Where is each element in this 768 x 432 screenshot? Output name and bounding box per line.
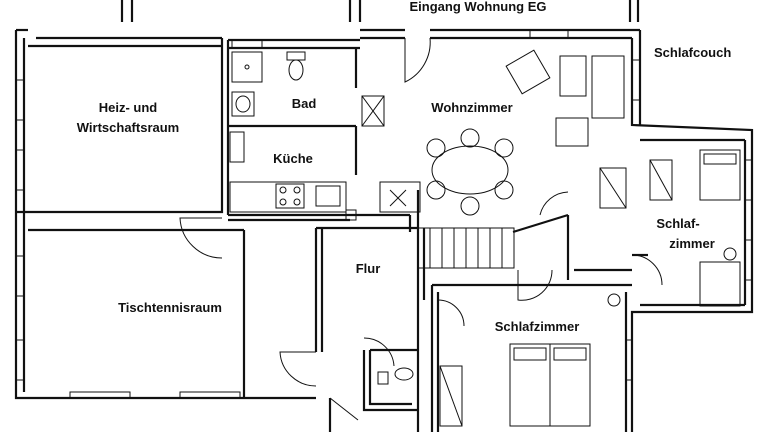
sink-icon (231, 91, 255, 117)
toilet-icon (394, 367, 414, 381)
closet-icon (599, 167, 627, 209)
room-label-tischtennis: Tischtennisraum (118, 300, 222, 315)
room-label-heiz-2: Wirtschaftsraum (76, 120, 180, 136)
bed-icon (699, 261, 741, 307)
room-label-wohnzimmer: Wohnzimmer (431, 100, 513, 115)
room-label-schlafzimmer: Schlafzimmer (494, 319, 580, 334)
living-furniture (426, 49, 627, 216)
room-label-schlafzimmer-klein: Schlaf- zimmer (641, 214, 715, 254)
room-label-heiz: Heiz- und Wirtschaftsraum (77, 98, 179, 138)
dining-table-icon (431, 145, 509, 195)
room-label-schlafzimmer-klein-1: Schlaf- (656, 216, 700, 231)
room-label-schlafzimmer-klein-2: zimmer (669, 236, 715, 252)
room-label-schlafcouch: Schlafcouch (654, 45, 732, 60)
wc-fixtures (377, 367, 414, 385)
lamp-icon (607, 293, 621, 307)
closet-icon (649, 159, 673, 201)
armchair-icon (505, 49, 551, 95)
stairs-icon (417, 227, 515, 269)
bed-icon (699, 149, 741, 201)
toilet-bowl-icon (288, 59, 304, 81)
armchair-icon (555, 117, 589, 147)
lamp-icon (723, 247, 737, 261)
toilet-icon (286, 51, 306, 61)
sofa-icon (559, 55, 587, 97)
shower-drain-icon (244, 64, 250, 70)
shower-icon (231, 51, 263, 83)
bedroom-furniture (439, 149, 741, 427)
closet-icon (439, 365, 463, 427)
closet-icon (379, 181, 421, 213)
counter-icon (229, 181, 347, 213)
stove-icon (275, 183, 305, 209)
windows (15, 29, 753, 399)
room-label-flur: Flur (355, 261, 381, 276)
room-label-bad: Bad (291, 96, 317, 111)
sofa-icon (591, 55, 625, 119)
room-label-kueche: Küche (273, 151, 313, 166)
bath-fixtures (231, 51, 385, 127)
room-label-heiz-1: Heiz- und (98, 100, 158, 115)
closet-icon (361, 95, 385, 127)
sink-icon (315, 185, 341, 207)
kitchen-fixtures (229, 131, 421, 221)
title-label: Eingang Wohnung EG (409, 0, 547, 14)
doors (179, 37, 663, 421)
